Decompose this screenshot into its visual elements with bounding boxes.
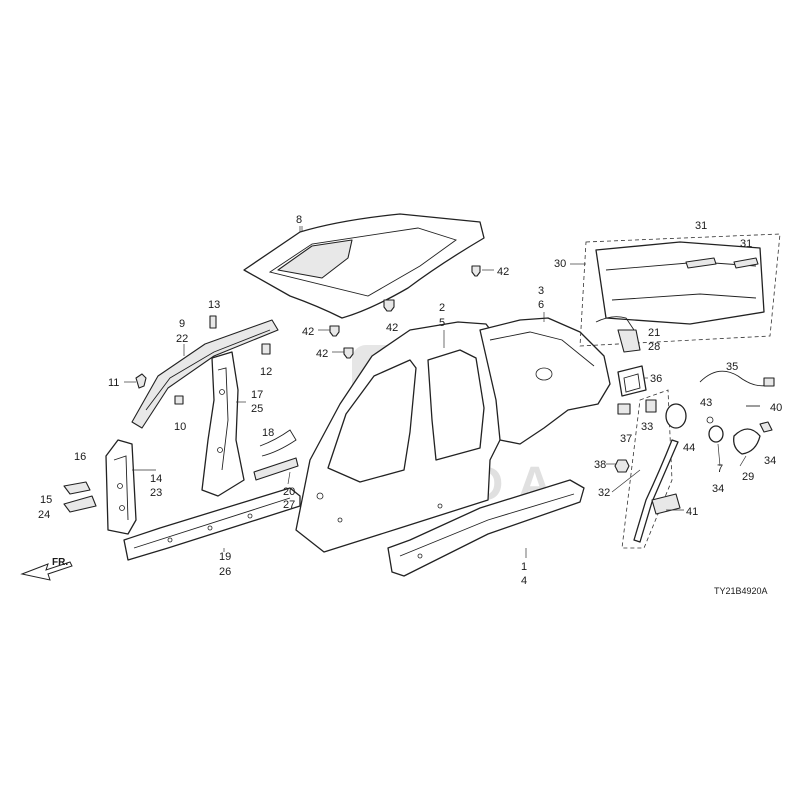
release-cable (699, 370, 775, 387)
outer-side-panel (295, 321, 507, 553)
callout-22: 22 (176, 333, 188, 345)
outer-sill (387, 479, 585, 577)
callout-23: 23 (150, 487, 162, 499)
callout-36: 35 (726, 361, 738, 373)
callout-42-b: 42 (386, 322, 398, 334)
callout-34: 34 (764, 455, 776, 467)
misc-39-41 (614, 459, 681, 515)
callout-37: 36 (650, 373, 662, 385)
diagram-code: TY21B4920A (714, 586, 768, 596)
callout-44: 44 (683, 442, 695, 454)
callout-17: 17 (251, 389, 263, 401)
callout-31-b: 31 (740, 238, 752, 250)
callout-11: 11 (108, 377, 119, 389)
leader-lines (132, 226, 747, 558)
side-sill-inner (123, 487, 301, 561)
callout-19: 19 (219, 551, 231, 563)
callout-27: 27 (283, 499, 295, 511)
callout-29: 29 (742, 471, 754, 483)
filler-pipe (621, 389, 687, 549)
callout-8: 8 (296, 214, 302, 226)
a-pillar-lower (105, 439, 137, 535)
callout-42-a: 42 (497, 266, 509, 278)
rear-panel-box (579, 233, 781, 347)
clip-group-42 (318, 265, 494, 359)
callout-7: 7 (717, 463, 723, 475)
callout-16: 16 (74, 451, 86, 463)
callout-20: 20 (283, 486, 295, 498)
callout-30: 30 (554, 258, 566, 270)
small-brackets (124, 315, 271, 405)
callout-2: 2 (439, 302, 445, 314)
callout-3: 3 (538, 285, 544, 297)
roof-panel (243, 213, 485, 319)
callout-42-d: 42 (316, 348, 328, 360)
callout-41: 41 (686, 506, 698, 518)
callout-6: 6 (538, 299, 544, 311)
fuel-door-gasket (617, 365, 647, 397)
callout-4: 4 (521, 575, 527, 587)
rear-quarter-panel (479, 317, 611, 445)
callout-24: 24 (38, 509, 50, 521)
callout-14: 14 (150, 473, 162, 485)
callout-21: 21 (648, 327, 660, 339)
callout-43: 43 (700, 397, 712, 409)
callout-28: 28 (648, 341, 660, 353)
fasteners-38-33 (617, 399, 657, 415)
fuel-door-parts (706, 405, 773, 455)
callout-40: 40 (770, 402, 782, 414)
callout-33: 33 (641, 421, 653, 433)
roof-rail (131, 319, 279, 429)
callout-5: 5 (439, 317, 445, 329)
callout-12: 12 (260, 366, 272, 378)
callout-15: 15 (40, 494, 52, 506)
callout-38: 37 (620, 433, 632, 445)
callout-42-c: 42 (302, 326, 314, 338)
callout-32: 32 (598, 487, 610, 499)
callout-18: 18 (262, 427, 274, 439)
callout-9: 9 (179, 318, 185, 330)
callout-25: 25 (251, 403, 263, 415)
callout-39: 38 (594, 459, 606, 471)
front-direction-label: FR. (52, 557, 68, 568)
callout-labels: 8 42 42 42 42 13 9 22 11 10 12 17 25 18 … (38, 214, 782, 587)
side-brackets (63, 481, 97, 513)
door-strips (253, 429, 299, 481)
callout-31-a: 31 (695, 220, 707, 232)
callout-13: 13 (208, 299, 220, 311)
front-direction-arrow: FR. (20, 557, 73, 581)
callout-1: 1 (521, 561, 527, 573)
b-pillar-inner (201, 351, 245, 497)
bracket-21-28 (595, 316, 641, 353)
callout-26: 26 (219, 566, 231, 578)
callout-35: 34 (712, 483, 724, 495)
callout-10: 10 (174, 421, 186, 433)
